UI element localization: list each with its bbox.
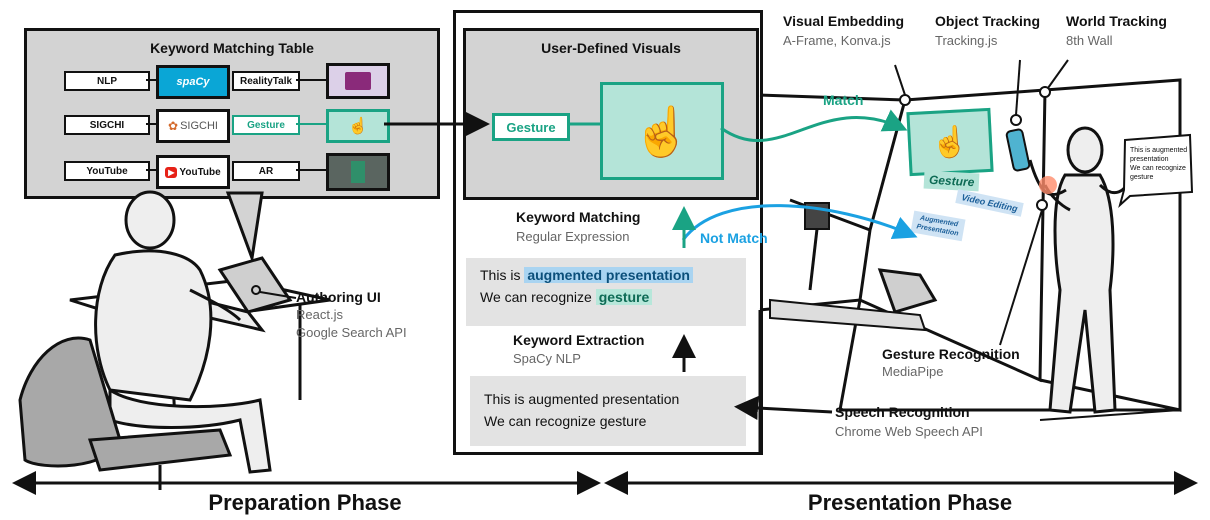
bubble-line-3: We can recognize gesture: [1130, 165, 1186, 181]
speech-recognition-sub: Chrome Web Speech API: [835, 424, 983, 439]
sigchi-logo-icon: ✿: [168, 119, 179, 133]
visuals-gesture-label: Gesture: [492, 113, 570, 141]
raw-line-2: We can recognize gesture: [484, 413, 647, 429]
hand-gesture-icon: ☝: [348, 118, 368, 135]
thumb-youtube-label: YouTube: [179, 166, 221, 178]
preparation-phase-label: Preparation Phase: [208, 490, 402, 515]
visual-embedding-sub: A-Frame, Konva.js: [783, 33, 891, 48]
bubble-line-2: presentation: [1130, 156, 1169, 163]
thumb-ar: [326, 153, 390, 191]
bubble-line-1: This is augmented: [1130, 147, 1188, 154]
aug-highlight-keyword-2: gesture: [595, 289, 653, 305]
thumb-sigchi-label: SIGCHI: [180, 120, 218, 132]
world-tracking-sub: 8th Wall: [1066, 33, 1113, 48]
authoring-ui-react: React.js: [296, 307, 343, 322]
thumb-youtube: ▶ YouTube: [156, 155, 230, 189]
gesture-recognition-title: Gesture Recognition: [882, 346, 1020, 362]
keyword-extraction-sub: SpaCy NLP: [513, 351, 581, 366]
presentation-phase-label: Presentation Phase: [807, 490, 1013, 515]
match-label: Match: [823, 92, 864, 108]
visual-embedding-title: Visual Embedding: [783, 13, 905, 29]
keyword-extraction-title: Keyword Extraction: [513, 332, 645, 348]
hand-gesture-icon: ☝: [632, 105, 692, 159]
aug-line-2-prefix: We can recognize: [480, 289, 592, 305]
speech-bubble-text: This is augmented presentation We can re…: [1130, 146, 1190, 182]
world-tracking-title: World Tracking: [1066, 13, 1167, 29]
object-tracking-sub: Tracking.js: [935, 33, 998, 48]
visuals-title: User-Defined Visuals: [541, 40, 681, 56]
object-tracking-title: Object Tracking: [935, 13, 1041, 29]
aug-line-2: We can recognize gesture: [480, 286, 732, 308]
not-match-label: Not Match: [700, 230, 768, 246]
thumb-sigchi: ✿ SIGCHI: [156, 109, 230, 143]
keyword-table-title: Keyword Matching Table: [150, 40, 314, 56]
youtube-play-icon: ▶: [165, 166, 178, 178]
authoring-ui-title: Authoring UI: [296, 289, 381, 305]
keyword-nlp: NLP: [64, 71, 150, 91]
augmented-text-box: This is augmented presentation We can re…: [466, 258, 746, 326]
speech-recognition-title: Speech Recognition: [835, 404, 970, 420]
keyword-matching-sub: Regular Expression: [516, 229, 630, 244]
aug-line-1: This is augmented presentation: [480, 264, 732, 286]
aug-highlight-keyword-1: augmented presentation: [524, 267, 693, 283]
raw-speech-text-box: This is augmented presentation We can re…: [470, 376, 746, 446]
visuals-gesture-card: ☝: [600, 82, 724, 180]
thumb-gesture: ☝: [326, 109, 390, 143]
authoring-ui-google: Google Search API: [296, 325, 407, 340]
aug-line-1-prefix: This is: [480, 267, 521, 283]
raw-line-1: This is augmented presentation: [484, 391, 680, 407]
gesture-recognition-sub: MediaPipe: [882, 364, 944, 379]
thumb-realitytalk: [326, 63, 390, 99]
thumb-spacy: spaCy: [156, 65, 230, 99]
system-frame: [453, 10, 763, 455]
keyword-matching-title: Keyword Matching: [516, 209, 641, 225]
